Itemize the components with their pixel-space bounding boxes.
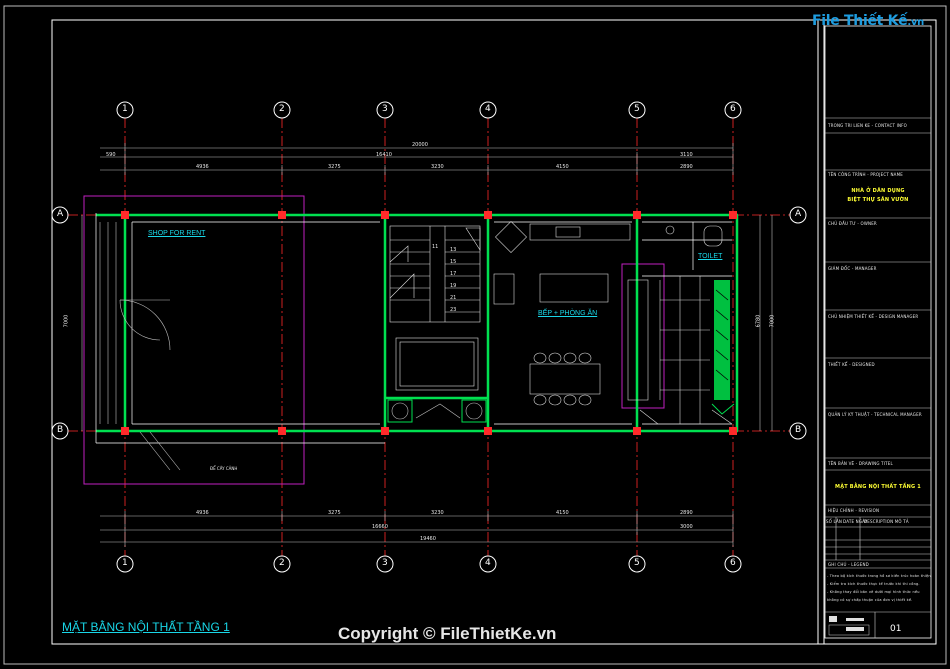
- tb-design-manager: CHỦ NHIỆM THIẾT KẾ - DESIGN MANAGER: [828, 314, 919, 319]
- tb-project-label: TÊN CÔNG TRÌNH - PROJECT NAME: [828, 172, 903, 177]
- dim-top-total: 20000: [412, 142, 428, 148]
- tb-note: - Không thay đổi bản vẽ dưới mọi hình th…: [827, 590, 920, 594]
- logo-suffix: .vn: [907, 17, 924, 28]
- room-label-shop: SHOP FOR RENT: [148, 230, 206, 237]
- grid-col-label: 5: [634, 558, 640, 568]
- grid-row-label: A: [795, 209, 802, 219]
- room-label-toilet: TOILET: [698, 253, 723, 260]
- porch-note: ĐỂ CÂY CẢNH: [210, 466, 238, 471]
- logo-text: File Thiết Kế: [812, 13, 908, 29]
- stair-step: 19: [450, 283, 457, 289]
- stair-step: 13: [450, 247, 457, 253]
- grid-col-label: 1: [122, 558, 128, 568]
- grid-row-label: B: [795, 425, 802, 435]
- sheet-title: MẶT BẰNG NỘI THẤT TẦNG 1: [62, 620, 230, 634]
- tb-note: - Theo bộ kích thước trong hồ sơ kiến tr…: [827, 574, 933, 578]
- tb-legend: GHI CHÚ - LEGEND: [828, 562, 869, 567]
- tb-manager: GIÁM ĐỐC - MANAGER: [828, 266, 877, 271]
- tb-drawing-name: MẶT BẰNG NỘI THẤT TẦNG 1: [835, 484, 921, 490]
- dim-top-seg: 4150: [556, 164, 569, 170]
- grid-col-label: 6: [730, 104, 736, 114]
- brand-logo: File Thiết Kế.vn: [812, 13, 924, 29]
- dim-bottom-sub: 16660: [372, 524, 388, 530]
- grid-col-label: 1: [122, 104, 128, 114]
- grid-col-label: 6: [730, 558, 736, 568]
- tb-revision: HIỆU CHỈNH - REVISION: [828, 508, 880, 513]
- grid-col-label: 3: [382, 558, 388, 568]
- stair-step: 23: [450, 307, 457, 313]
- tb-rev-header: DESCRIPTION MÔ TẢ: [864, 519, 909, 524]
- tb-owner: CHỦ ĐẦU TƯ - OWNER: [828, 221, 877, 226]
- grid-col-label: 2: [279, 558, 285, 568]
- tb-rev-header: DATE NGÀY: [843, 519, 868, 524]
- grid-col-label: 4: [485, 558, 491, 568]
- dim-bottom-seg: 3275: [328, 510, 341, 516]
- dim-top-seg: 3230: [431, 164, 444, 170]
- stair-step: 17: [450, 271, 457, 277]
- dim-top-seg: 3275: [328, 164, 341, 170]
- tb-drawing-label: TÊN BẢN VẼ - DRAWING TITEL: [828, 461, 893, 466]
- tb-note: không có sự chấp thuận của đơn vị thiết …: [827, 598, 913, 602]
- dim-top-left: 590: [106, 152, 116, 158]
- dim-bottom-seg: 4150: [556, 510, 569, 516]
- dim-top-seg: 4936: [196, 164, 209, 170]
- grid-col-label: 5: [634, 104, 640, 114]
- stair-step-numbers: 13 15 17 19 21 23: [450, 244, 456, 316]
- dim-bottom-seg: 2890: [680, 510, 693, 516]
- tb-tech-manager: QUẢN LÝ KỸ THUẬT - TECHNICAL MANAGER: [828, 412, 922, 417]
- tb-project-name-2: BIỆT THỰ SÂN VƯỜN: [847, 197, 909, 203]
- tb-designer: THIẾT KẾ - DESIGNED: [828, 362, 875, 367]
- grid-row-label: A: [57, 209, 64, 219]
- dim-right-depth2: 7000: [769, 314, 776, 328]
- tb-company: TRONG TRI LIEN KE - CONTACT INFO: [828, 123, 908, 128]
- dim-left-depth: 7000: [63, 314, 70, 328]
- tb-project-name-1: NHÀ Ở DÂN DỤNG: [851, 188, 905, 194]
- sheet-number: 01: [890, 624, 902, 634]
- dim-bottom-total: 19460: [420, 536, 436, 542]
- stair-step: 15: [450, 259, 457, 265]
- grid-col-label: 2: [279, 104, 285, 114]
- copyright-watermark: Copyright © FileThietKe.vn: [338, 624, 557, 643]
- stair-step: 21: [450, 295, 457, 301]
- grid-row-label: B: [57, 425, 64, 435]
- grid-col-label: 4: [485, 104, 491, 114]
- room-label-kitchen: BẾP + PHÒNG ĂN: [538, 310, 598, 317]
- tb-note: - Kiểm tra kích thước thực tế trước khi …: [827, 582, 920, 586]
- dim-bottom-seg: 3230: [431, 510, 444, 516]
- dim-top-seg: 2890: [680, 164, 693, 170]
- dim-top-sub: 16410: [376, 152, 392, 158]
- dim-top-sub2: 3110: [680, 152, 693, 158]
- dim-right-depth: 6780: [755, 314, 762, 328]
- grid-col-label: 3: [382, 104, 388, 114]
- tb-rev-header: SỐ LẦN: [826, 519, 843, 524]
- stair-step: 11: [432, 244, 439, 250]
- dim-bottom-sub2: 3000: [680, 524, 693, 530]
- dim-bottom-seg: 4936: [196, 510, 209, 516]
